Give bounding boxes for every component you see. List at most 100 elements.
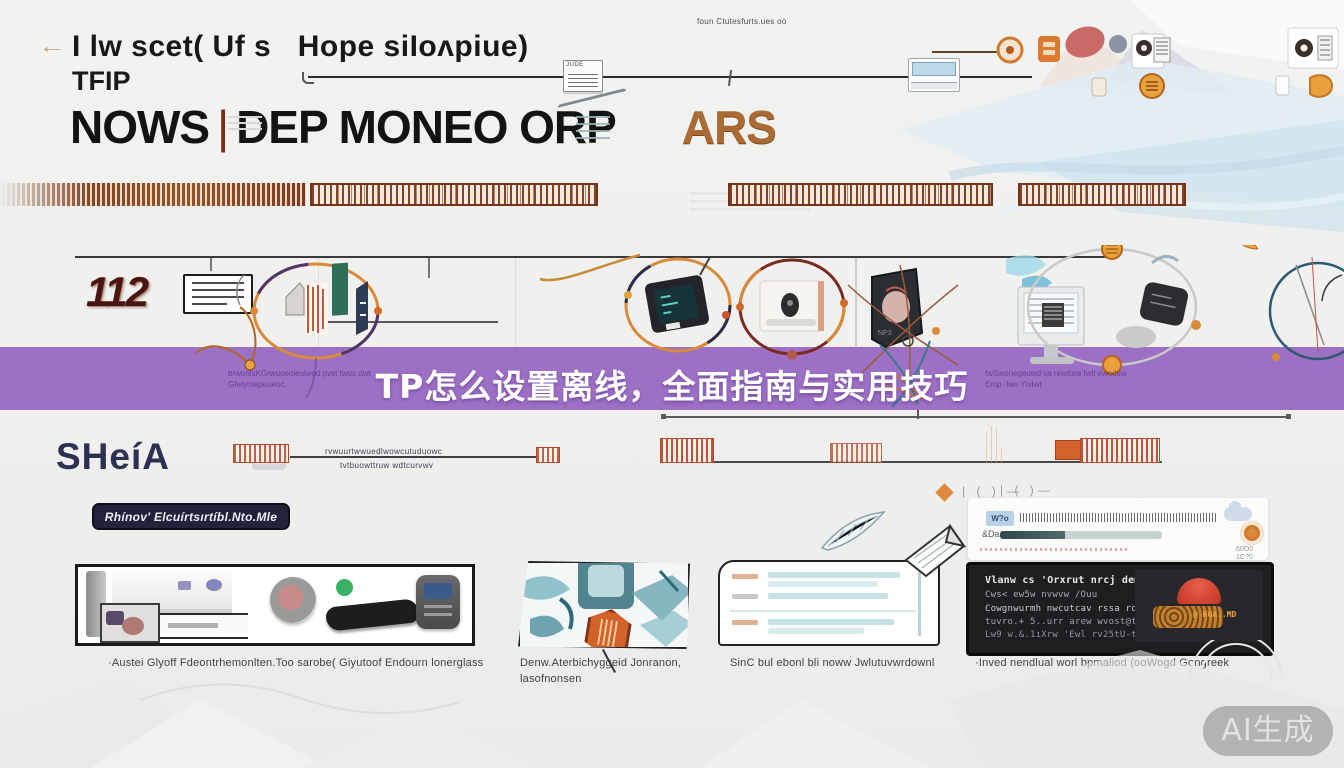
top-tagline: I lw scet( Uf s Hope siƖoʌpiue)	[72, 30, 529, 63]
barcode-cluster	[660, 438, 714, 463]
headline-word-1: NOWS	[70, 101, 210, 153]
mini-barcode	[536, 447, 560, 463]
paren-marks: | ( )—	[1000, 483, 1054, 497]
progress-row	[768, 581, 878, 587]
row-label	[732, 594, 758, 599]
mini-barcode	[233, 444, 289, 463]
row-label	[732, 574, 758, 579]
diamond-bullet-icon	[935, 483, 954, 502]
coin-text: @ KOA..MD	[1193, 610, 1237, 619]
mini-console	[416, 575, 460, 629]
barcode-strip-3	[728, 183, 993, 206]
column-divider	[515, 258, 516, 346]
micro-text-row	[1020, 513, 1216, 522]
reader-device-icon: JUDE	[563, 60, 603, 92]
terminal-line: Cowgnwurmh nwcutcav rssa rcenwutbwua	[985, 604, 1188, 614]
paren-marks: | ( ) —	[962, 484, 1024, 498]
terminal-line: tuvro.+ 5..urr arew wvost@tnbıwtnsa	[985, 617, 1182, 627]
photo-thumb	[100, 603, 160, 643]
barcode-peak	[982, 425, 1004, 464]
terminal-panel: Vlanw cs 'Orxrut nrcj demasıt cn Cws< ew…	[966, 562, 1274, 656]
logo-dot	[206, 579, 222, 591]
barcode-strip-4	[1018, 183, 1186, 206]
barcode-strip-2	[310, 183, 598, 206]
logo-chip	[178, 581, 191, 590]
logo-micro-text-2: tvtbuowttruw wdtcurvwv	[340, 461, 434, 470]
back-arrow-icon[interactable]: ←	[38, 36, 66, 58]
terminal-line: Lw9 w.&.1ıXrw 'Ewl rv25tU-t3t7w	[985, 630, 1160, 640]
coin-cluster-icon	[1153, 606, 1223, 628]
brand-word: TFIP	[72, 66, 131, 96]
terminal-device-icon	[908, 58, 960, 92]
illustration-card-2	[518, 561, 690, 649]
article-title: TP怎么设置离线，全面指南与实用技巧	[375, 367, 969, 406]
round-gadget	[270, 577, 316, 623]
terminal-line: Vlanw cs 'Orxrut nrcj demasıt cn	[985, 575, 1185, 586]
headline-word-ars: ARS	[681, 101, 777, 153]
checklist-card-3	[718, 560, 940, 646]
terminal-device-base	[911, 82, 957, 89]
ai-generated-watermark: AI生成	[1203, 706, 1333, 756]
top-rule	[308, 76, 1032, 78]
terminal-graphic: @ KOA..MD	[1135, 570, 1263, 642]
progress-bar	[1000, 531, 1162, 539]
top-rule-hook	[302, 72, 314, 84]
row-divider	[730, 610, 916, 612]
scroll-track	[918, 570, 921, 636]
teal-abstract-art	[520, 563, 688, 647]
cloud-icon	[1224, 501, 1252, 521]
mid-short-rule	[322, 321, 498, 323]
logo-micro-text-1: rvwuurtwwuedlwowcutuduowc	[325, 447, 443, 456]
row-label	[732, 620, 758, 625]
ghost-lines	[228, 116, 262, 134]
baseline-rule	[714, 461, 1162, 463]
hanger-tick	[210, 258, 212, 271]
hanger-tick	[428, 258, 430, 278]
memo-lines-icon	[576, 116, 610, 142]
logo-text: SHeíA	[56, 436, 170, 477]
corner-note: foun Ctutesfurts.ues oo	[697, 17, 787, 26]
terminal-device-screen	[912, 62, 956, 76]
svg-text:NP3: NP3	[878, 330, 892, 337]
gear-icon	[1240, 521, 1264, 545]
barcode-strip-fade	[0, 183, 90, 206]
faint-red-row	[980, 548, 1130, 551]
banner-ghost-text-right: twSwonegeuwd sa rewttew lwtl ewodsw Emp-…	[985, 369, 1127, 389]
green-dot-icon	[336, 579, 353, 596]
top-right-ribbon-collage	[900, 0, 1344, 232]
card-2-caption-line-2: lasofnonsen	[520, 673, 582, 685]
card-3-caption: SinC bul ebonl bli noww Jwlutuvwrdownl	[730, 657, 935, 669]
wifi-badge: W?o	[986, 511, 1014, 526]
rule-tick	[727, 69, 733, 87]
progress-row	[768, 593, 888, 599]
title-banner	[0, 347, 1344, 410]
progress-row	[768, 628, 864, 634]
terminal-line: Cws< ew5w nvwvw /Ouu	[985, 590, 1098, 600]
card-4-caption: ·Inved nendlual worl bpmaliod (ooWogd Go…	[975, 657, 1230, 669]
headline-word-2: DEP MONEO ORP	[236, 101, 617, 153]
mid-panel-rule	[75, 256, 1118, 258]
step-number: 112	[86, 268, 149, 315]
sub-rule-tick	[917, 410, 919, 419]
progress-row	[768, 572, 900, 578]
progress-label: &Da	[982, 529, 1000, 539]
red-dome-icon	[1177, 578, 1221, 604]
product-card-1	[75, 564, 475, 646]
card-2-caption-line-1: Denw.Aterbichyggeid Jonranon,	[520, 657, 682, 669]
section-button[interactable]: Rhínov' Elcuírtsırtíbl.Nto.Mle	[92, 503, 290, 530]
barcode-orange-block	[1055, 440, 1081, 460]
progress-row	[768, 619, 894, 625]
paper-fold-icon	[904, 523, 966, 578]
banner-ghost-text-left: brwonlsKGrwuoeoieulwod pvst twos dwt Gfe…	[228, 369, 371, 389]
mid-vertical-divider	[855, 258, 857, 346]
device-loop-illustrations: NP3	[195, 245, 1344, 408]
feather-icon	[820, 511, 886, 551]
dark-curved-gadget	[324, 598, 420, 632]
sub-rule-right	[661, 414, 1291, 419]
card-1-caption: ·Austei Glyoff Fdeontrhemonlten.Too saro…	[108, 657, 484, 669]
reader-device-stripes	[568, 74, 598, 88]
